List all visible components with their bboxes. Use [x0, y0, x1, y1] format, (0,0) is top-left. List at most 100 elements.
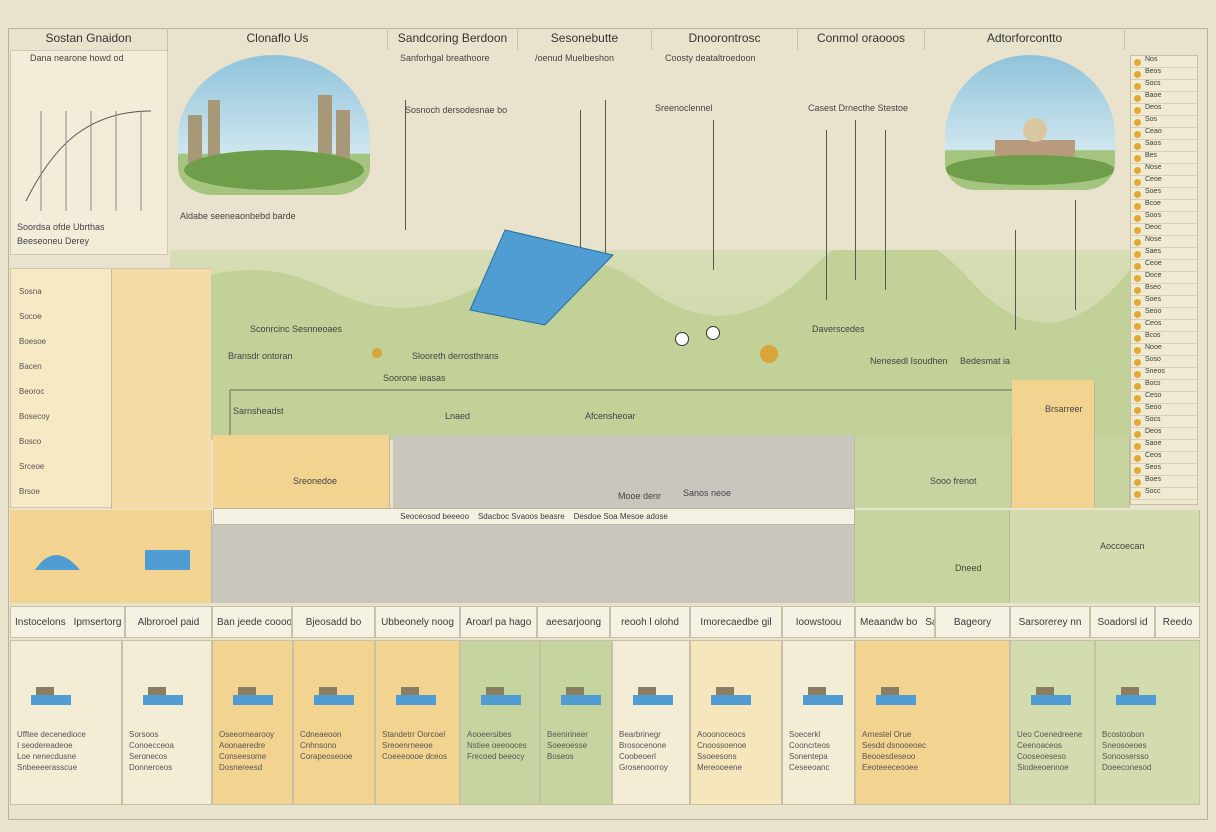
subheader: Sanforhgal breathoore	[400, 53, 490, 63]
legend-item: Boes	[1131, 476, 1197, 488]
illustration-icon	[31, 687, 71, 705]
legend-item: Nos	[1131, 56, 1197, 68]
legend-item: Saoe	[1131, 440, 1197, 452]
column-text: Arnestel Orue	[862, 730, 912, 739]
label-text: Bjeosadd bo	[305, 617, 362, 628]
column-text: Snbeeeerasscue	[17, 763, 78, 772]
list-item: Sosna	[19, 287, 42, 296]
banner-text: Sdacboc Svaoos beasre	[477, 512, 565, 521]
category-label: aeesarjoong	[537, 606, 610, 638]
node-marker	[372, 348, 382, 358]
legend-item: Nose	[1131, 164, 1197, 176]
list-item: Srceoe	[19, 462, 45, 471]
green-block: Dneed	[855, 510, 1010, 603]
label-text: Sato	[925, 617, 934, 628]
column-text: Aooonoceocs	[697, 730, 746, 739]
column-text: Boseos	[547, 752, 574, 761]
panel-text: Soordsa ofde Ubrthas	[17, 222, 105, 232]
illustration-icon	[396, 687, 436, 705]
label-text: Meaandw bo	[860, 617, 918, 628]
legend-item: Deoc	[1131, 224, 1197, 236]
legend-item: Ceao	[1131, 128, 1197, 140]
panel-text: Beeseoneu Derey	[17, 236, 90, 246]
column-text: Nstiee oeeooces	[467, 741, 527, 750]
column-text: Sorsoos	[129, 730, 159, 739]
category-label: Sarsorerey nn	[1010, 606, 1090, 638]
mid-label: Casest Drnecthe Stestoe	[808, 103, 909, 113]
legend-item: Doce	[1131, 272, 1197, 284]
legend-item: Soes	[1131, 296, 1197, 308]
legend-item: Saos	[1131, 140, 1197, 152]
column-header: Conmol oraooos	[798, 28, 925, 50]
illustration-icon	[803, 687, 843, 705]
category-label: Reedo	[1155, 606, 1200, 638]
legend-item: Bocs	[1131, 380, 1197, 392]
list-item: Boesoe	[19, 337, 47, 346]
left-chart-panel: Soordsa ofde Ubrthas Beeseoneu Derey	[10, 50, 168, 255]
illustration-icon	[876, 687, 916, 705]
column-text: Sneosoeoes	[1102, 741, 1147, 750]
legend-item: Socs	[1131, 80, 1197, 92]
subheader: /oenud Muelbeshon	[535, 53, 615, 63]
column-text: Cooncrteos	[789, 741, 830, 750]
legend-item: Ceoe	[1131, 176, 1197, 188]
connector-line	[405, 100, 406, 230]
connector-line	[580, 110, 581, 260]
gray-block	[212, 525, 855, 603]
legend-item: Bseo	[1131, 284, 1197, 296]
subheader: Dana nearone howd od	[30, 53, 124, 63]
connector-line	[826, 130, 827, 300]
category-label: Ioowstoou	[782, 606, 855, 638]
column-text: Ssoeesons	[697, 752, 737, 761]
poster-frame	[8, 28, 1208, 820]
column-text: Cnhnsono	[300, 741, 337, 750]
column-text: Soeeoesse	[547, 741, 588, 750]
legend-item: Sneos	[1131, 368, 1197, 380]
block-caption: Sreonedoe	[293, 476, 338, 486]
label-text: Albroroel paid	[137, 617, 200, 628]
mid-label: Nenesedl Isoudhen	[870, 356, 948, 366]
column-text: Aooeersibes	[467, 730, 512, 739]
column-text: Coeeeoooe dceos	[382, 752, 447, 761]
left-list-panel: Sosna Socoe Boesoe Bacen Beoroc Bosecoy …	[10, 268, 211, 509]
column-text: Conoecceoa	[129, 741, 174, 750]
connector-line	[1075, 200, 1076, 310]
column-text: Cnoossoenoe	[697, 741, 747, 750]
column-text: Sonentepa	[789, 752, 828, 761]
column-text: Corapeoseooe	[300, 752, 353, 761]
column-text: Conseesome	[219, 752, 267, 761]
legend-item: Ceoe	[1131, 260, 1197, 272]
orange-block: Sreonedoe	[213, 435, 390, 508]
label-text: Instocelons	[15, 617, 66, 628]
mid-label: Daverscedes	[812, 324, 865, 334]
column-text: Bcostoobon	[1102, 730, 1145, 739]
column-text: Brosocenone	[619, 741, 667, 750]
banner-text: Desdoe Soa Mesoe adose	[573, 512, 668, 521]
legend-item: Bcoe	[1131, 200, 1197, 212]
illustration-icon	[1116, 687, 1156, 705]
illustration-icon	[561, 687, 601, 705]
category-label: Imorecaedbe gil	[690, 606, 782, 638]
label-text: reooh l olohd	[621, 617, 679, 628]
subheader: Coosty deataltroedoon	[665, 53, 756, 63]
label-text: Ipmsertorg	[73, 617, 122, 628]
list-item: Socoe	[19, 312, 42, 321]
illustration-icon	[314, 687, 354, 705]
landscape-band	[170, 232, 1130, 440]
column-text: Soecerkl	[789, 730, 821, 739]
mid-label: Brsarreer	[1045, 404, 1083, 414]
label-text: Ubbeonely noog	[381, 617, 454, 628]
block-caption: Mooe denr	[618, 491, 662, 501]
legend-item: Deos	[1131, 428, 1197, 440]
legend-item: Seoo	[1131, 308, 1197, 320]
